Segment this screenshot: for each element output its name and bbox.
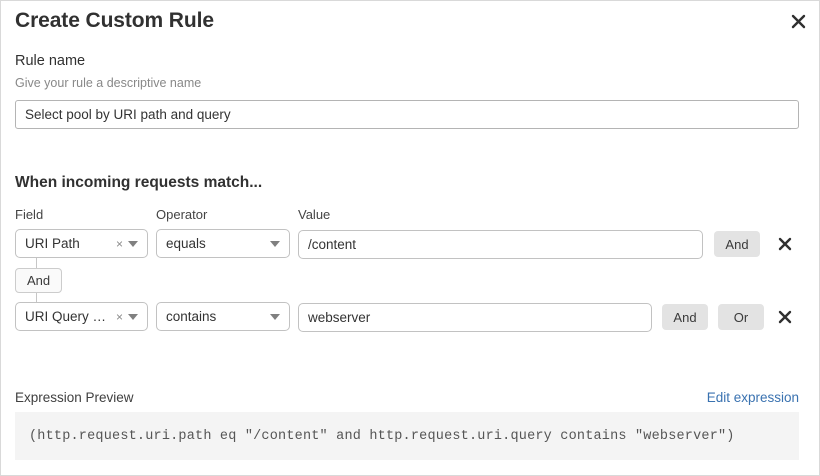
- rule-name-input[interactable]: [15, 100, 799, 129]
- page-title: Create Custom Rule: [15, 9, 214, 32]
- column-header-field: Field: [15, 207, 44, 222]
- delete-row-1-icon[interactable]: [774, 233, 796, 255]
- field-select-value-row-2: URI Query St...: [25, 309, 114, 324]
- expression-preview-box: (http.request.uri.path eq "/content" and…: [15, 412, 799, 460]
- expression-preview-code: (http.request.uri.path eq "/content" and…: [29, 428, 735, 444]
- expression-preview-label: Expression Preview: [15, 390, 134, 405]
- rule-name-label: Rule name: [15, 53, 86, 69]
- match-section-heading: When incoming requests match...: [15, 174, 263, 191]
- operator-select-row-1[interactable]: equals: [156, 229, 290, 258]
- and-button-row-2[interactable]: And: [662, 304, 708, 330]
- field-select-row-1[interactable]: URI Path ×: [15, 229, 148, 258]
- value-input-row-1[interactable]: [298, 230, 703, 259]
- column-header-operator: Operator: [156, 207, 208, 222]
- clear-icon[interactable]: ×: [115, 309, 123, 324]
- group-connector-and-badge[interactable]: And: [15, 268, 63, 293]
- rule-name-description: Give your rule a descriptive name: [15, 76, 202, 90]
- chevron-down-icon[interactable]: [128, 240, 147, 247]
- operator-select-row-2[interactable]: contains: [156, 302, 290, 331]
- field-select-value-row-1: URI Path: [25, 236, 80, 251]
- and-button-row-1[interactable]: And: [714, 231, 760, 257]
- chevron-down-icon[interactable]: [128, 313, 147, 320]
- or-button-row-2[interactable]: Or: [718, 304, 764, 330]
- connector-line-top: [36, 258, 37, 269]
- field-select-row-2[interactable]: URI Query St... ×: [15, 302, 148, 331]
- chevron-down-icon[interactable]: [270, 240, 289, 247]
- column-header-value: Value: [298, 207, 331, 222]
- edit-expression-link[interactable]: Edit expression: [706, 390, 799, 405]
- chevron-down-icon[interactable]: [270, 313, 289, 320]
- close-icon[interactable]: [785, 8, 811, 34]
- operator-select-value-row-2: contains: [166, 309, 217, 324]
- clear-icon[interactable]: ×: [115, 236, 123, 251]
- connector-line-bottom: [36, 293, 37, 303]
- delete-row-2-icon[interactable]: [774, 306, 796, 328]
- operator-select-value-row-1: equals: [166, 236, 206, 251]
- value-input-row-2[interactable]: [298, 303, 652, 332]
